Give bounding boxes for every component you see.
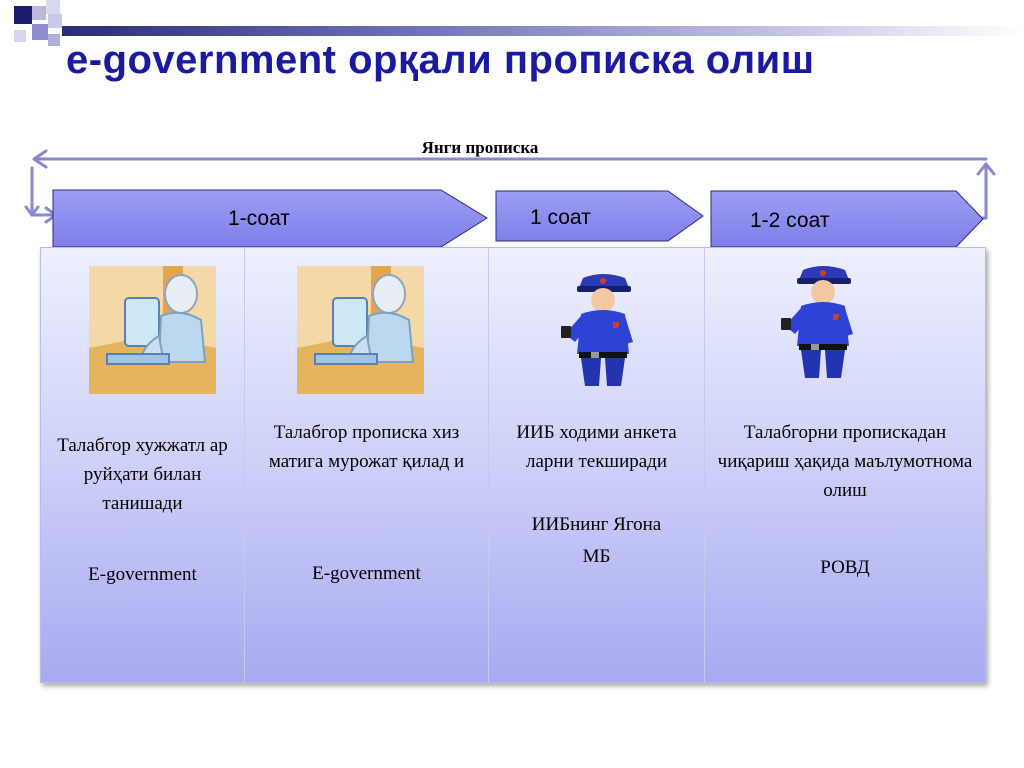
- header-bar: [62, 26, 1024, 36]
- column-3: ИИБ ходими анкета ларни текширади ИИБнин…: [489, 248, 705, 682]
- police-officer-icon: [781, 266, 853, 378]
- column-1-agency: E-government: [88, 564, 197, 585]
- computer-user-icon: [89, 266, 216, 394]
- step-1-duration: 1-соат: [228, 207, 290, 230]
- page-title: e-government орқали прописка олиш: [66, 38, 815, 82]
- step-3-duration: 1-2 соат: [750, 209, 830, 232]
- column-4-agency: РОВД: [820, 557, 870, 578]
- column-3-description: ИИБ ходими анкета ларни текширади: [516, 422, 677, 472]
- column-4-description: Талабгорни пропискадан чиқариш ҳақида ма…: [717, 422, 973, 501]
- column-1: Талабгор хужжатл ар руйҳати билан таниша…: [41, 248, 245, 682]
- column-2-agency: E-government: [312, 563, 421, 584]
- step-2-duration: 1 соат: [530, 206, 591, 229]
- police-officer-icon: [561, 274, 633, 386]
- corner-decoration: [14, 0, 62, 46]
- column-1-description: Талабгор хужжатл ар руйҳати билан таниша…: [57, 435, 228, 514]
- column-2: Талабгор прописка хиз матига мурожат қил…: [245, 248, 489, 682]
- column-4: Талабгорни пропискадан чиқариш ҳақида ма…: [705, 248, 985, 682]
- span-label: Янги прописка: [421, 138, 539, 157]
- column-2-description: Талабгор прописка хиз матига мурожат қил…: [268, 422, 465, 472]
- column-3-agency: ИИБнинг Ягона МБ: [531, 514, 662, 567]
- step-arrow-2: [495, 190, 704, 242]
- span-bracket: [24, 149, 996, 224]
- computer-user-icon: [297, 266, 424, 394]
- steps-panel: Талабгор хужжатл ар руйҳати билан таниша…: [40, 247, 986, 683]
